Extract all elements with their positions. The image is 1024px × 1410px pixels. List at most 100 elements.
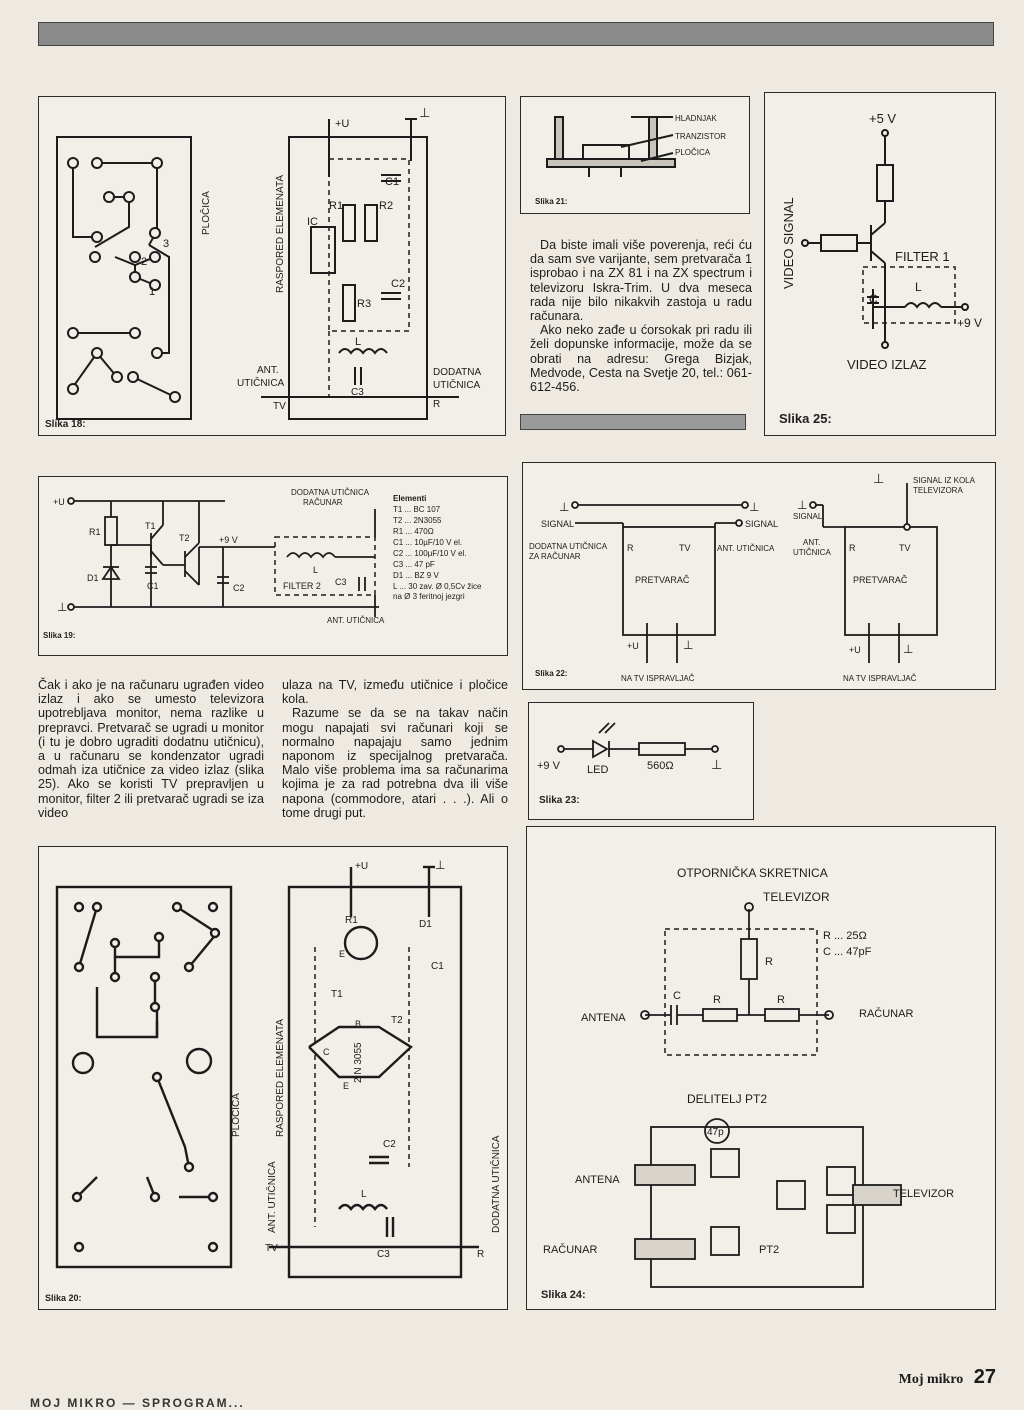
fig23-led: LED [587, 764, 608, 776]
fig25-plus9: +9 V [957, 316, 982, 330]
figure-25-drawing: +5 V VIDEO SIGNAL FILTER 1 C L +9 V VIDE… [781, 111, 982, 372]
fig22-ant2-line1: ANT. [803, 538, 820, 547]
figure-19-caption: Slika 19: [43, 631, 76, 640]
fig18-dod-line2: UTIČNICA [433, 378, 481, 391]
fig19-dod-line1: DODATNA UTIČNICA [291, 488, 370, 497]
article-mid-text: ulaza na TV, između utičnice i pločice k… [282, 678, 508, 820]
fig20-t1: T1 [331, 989, 343, 1000]
fig18-c2: C2 [391, 278, 405, 290]
fig22-signal-r2: SIGNAL [793, 512, 823, 521]
fig18-raspored-label: RASPORED ELEMENATA [275, 175, 286, 293]
article-left-paragraph: Čak i ako je na računaru ugrađen video i… [38, 678, 264, 820]
fig19-t2: T2 [179, 533, 190, 543]
fig20-e-top: E [339, 949, 345, 959]
fig20-c3: C3 [377, 1249, 390, 1260]
figure-20: PLOČICA RASPORED ELEMENATA +U ⊥ R1 D1 C1… [38, 846, 508, 1310]
figure-24: OTPORNIČKA SKRETNICA TELEVIZOR R ... 25Ω… [526, 826, 996, 1310]
fig18-tv: TV [273, 401, 286, 412]
fig20-b: B [355, 1019, 361, 1029]
fig18-pin3: 3 [163, 238, 169, 250]
fig22-plus-u: +U [627, 641, 639, 651]
figure-25: +5 V VIDEO SIGNAL FILTER 1 C L +9 V VIDE… [764, 92, 996, 436]
article-mid-paragraph: ulaza na TV, između utičnice i pločice k… [282, 678, 508, 707]
fig20-r1: R1 [345, 915, 358, 926]
fig22-r2: R [849, 543, 856, 553]
fig20-plus-u: +U [355, 861, 368, 872]
figure-24-caption: Slika 24: [541, 1289, 586, 1301]
figure-25-caption: Slika 25: [779, 411, 832, 426]
fig24-value-c: C ... 47pF [823, 946, 872, 958]
fig20-c: C [323, 1047, 330, 1057]
fig22-ground-right: ⊥ [797, 498, 807, 512]
fig20-raspored-label: RASPORED ELEMENATA [275, 1019, 286, 1137]
fig19-d1: D1 [87, 573, 99, 583]
figure-21-caption: Slika 21: [535, 197, 568, 206]
fig22-tv: TV [679, 543, 691, 553]
page-footer: Moj mikro 27 [899, 1366, 996, 1389]
fig19-c3: C3 [335, 577, 347, 587]
fig22-dod-line1: DODATNA UTIČNICA [529, 542, 608, 551]
figure-21: HLADNJAK TRANZISTOR PLOČICA Slika 21: [520, 96, 750, 214]
fig18-plus-u: +U [335, 118, 349, 130]
page-number: 27 [973, 1366, 996, 1388]
figure-21-drawing: HLADNJAK TRANZISTOR PLOČICA [546, 114, 726, 177]
fig18-c1: C1 [385, 176, 399, 188]
fig22-pretvarac: PRETVARAČ [635, 575, 690, 585]
fig25-video-izlaz: VIDEO IZLAZ [847, 357, 927, 372]
figure-18: PLOČICA RASPORED ELEMENATA +U ⊥ IC R1 R2… [38, 96, 506, 436]
fig21-label-tranzistor: TRANZISTOR [675, 132, 726, 141]
shaded-bar-right-column [520, 414, 746, 430]
fig21-label-plocica: PLOČICA [675, 148, 711, 157]
fig19-element-row: na Ø 3 feritnoj jezgri [393, 592, 465, 601]
fig18-ic: IC [307, 216, 318, 228]
fig22-signal-kola2: TELEVIZORA [913, 486, 963, 495]
figure-22-caption: Slika 22: [535, 669, 568, 678]
fig22-signal-kola1: SIGNAL IZ KOLA [913, 476, 976, 485]
figure-20-drawing: PLOČICA RASPORED ELEMENATA +U ⊥ R1 D1 C1… [55, 858, 502, 1279]
fig22-ground-bottom: ⊥ [683, 638, 693, 652]
fig18-r1: R1 [329, 200, 343, 212]
figure-22-drawing: ⊥ ⊥ SIGNAL SIGNAL DODATNA UTIČNICA ZA RA… [529, 471, 976, 683]
fig19-element-row: L ... 30 zav. Ø 0,5Cv žice [393, 582, 482, 591]
fig22-na-tv: NA TV ISPRAVLJAČ [621, 674, 695, 683]
bottom-strip: MOJ MIKRO — SPROGRAM... [30, 1396, 245, 1410]
fig20-part: 2 N 3055 [353, 1042, 364, 1083]
footer-brand: Moj mikro [898, 1372, 964, 1387]
fig18-r2: R2 [379, 200, 393, 212]
article-right-paragraph: Da biste imali više poverenja, reći ću d… [530, 238, 752, 324]
fig18-pin1: 1 [149, 286, 155, 298]
article-mid-paragraph: Razume se da se na takav način mogu napa… [282, 706, 508, 820]
fig18-ant-line2: UTIČNICA [237, 376, 285, 389]
figure-20-caption: Slika 20: [45, 1293, 82, 1303]
fig20-l: L [361, 1189, 367, 1200]
fig19-plus-u: +U [53, 497, 65, 507]
fig22-ant2-line2: UTIČNICA [793, 548, 831, 557]
fig19-element-row: C2 ... 100µF/10 V el. [393, 549, 467, 558]
fig20-ground: ⊥ [435, 858, 445, 872]
fig24-r-horizontal2: R [777, 994, 785, 1006]
fig22-ground-left: ⊥ [559, 500, 569, 514]
fig20-c1: C1 [431, 961, 444, 972]
figure-24-drawing: OTPORNIČKA SKRETNICA TELEVIZOR R ... 25Ω… [543, 865, 954, 1288]
fig20-plocica-label: PLOČICA [229, 1093, 242, 1137]
fig20-t2: T2 [391, 1015, 403, 1026]
fig22-tv2: TV [899, 543, 911, 553]
fig24-r-vertical: R [765, 956, 773, 968]
fig19-c1: C1 [147, 581, 159, 591]
fig20-d1: D1 [419, 919, 432, 930]
fig20-e: E [343, 1081, 349, 1091]
fig19-element-row: D1 ... BZ 9 V [393, 571, 439, 580]
fig18-pin2: 2 [141, 256, 147, 268]
fig21-label-hladnjak: HLADNJAK [675, 114, 717, 123]
fig24-televizor2: TELEVIZOR [893, 1188, 954, 1200]
fig19-filter2: FILTER 2 [283, 581, 321, 591]
fig20-r: R [477, 1249, 484, 1260]
fig22-na-tv2: NA TV ISPRAVLJAČ [843, 674, 917, 683]
fig22-plus-u2: +U [849, 645, 861, 655]
fig22-signal-right: SIGNAL [745, 519, 778, 529]
fig18-l: L [355, 336, 361, 348]
fig22-pretvarac2: PRETVARAČ [853, 575, 908, 585]
fig19-r1: R1 [89, 527, 101, 537]
fig19-elements-list: Elementi T1 ... BC 107 T2 ... 2N3055 R1 … [393, 494, 482, 601]
article-left-text: Čak i ako je na računaru ugrađen video i… [38, 678, 264, 820]
